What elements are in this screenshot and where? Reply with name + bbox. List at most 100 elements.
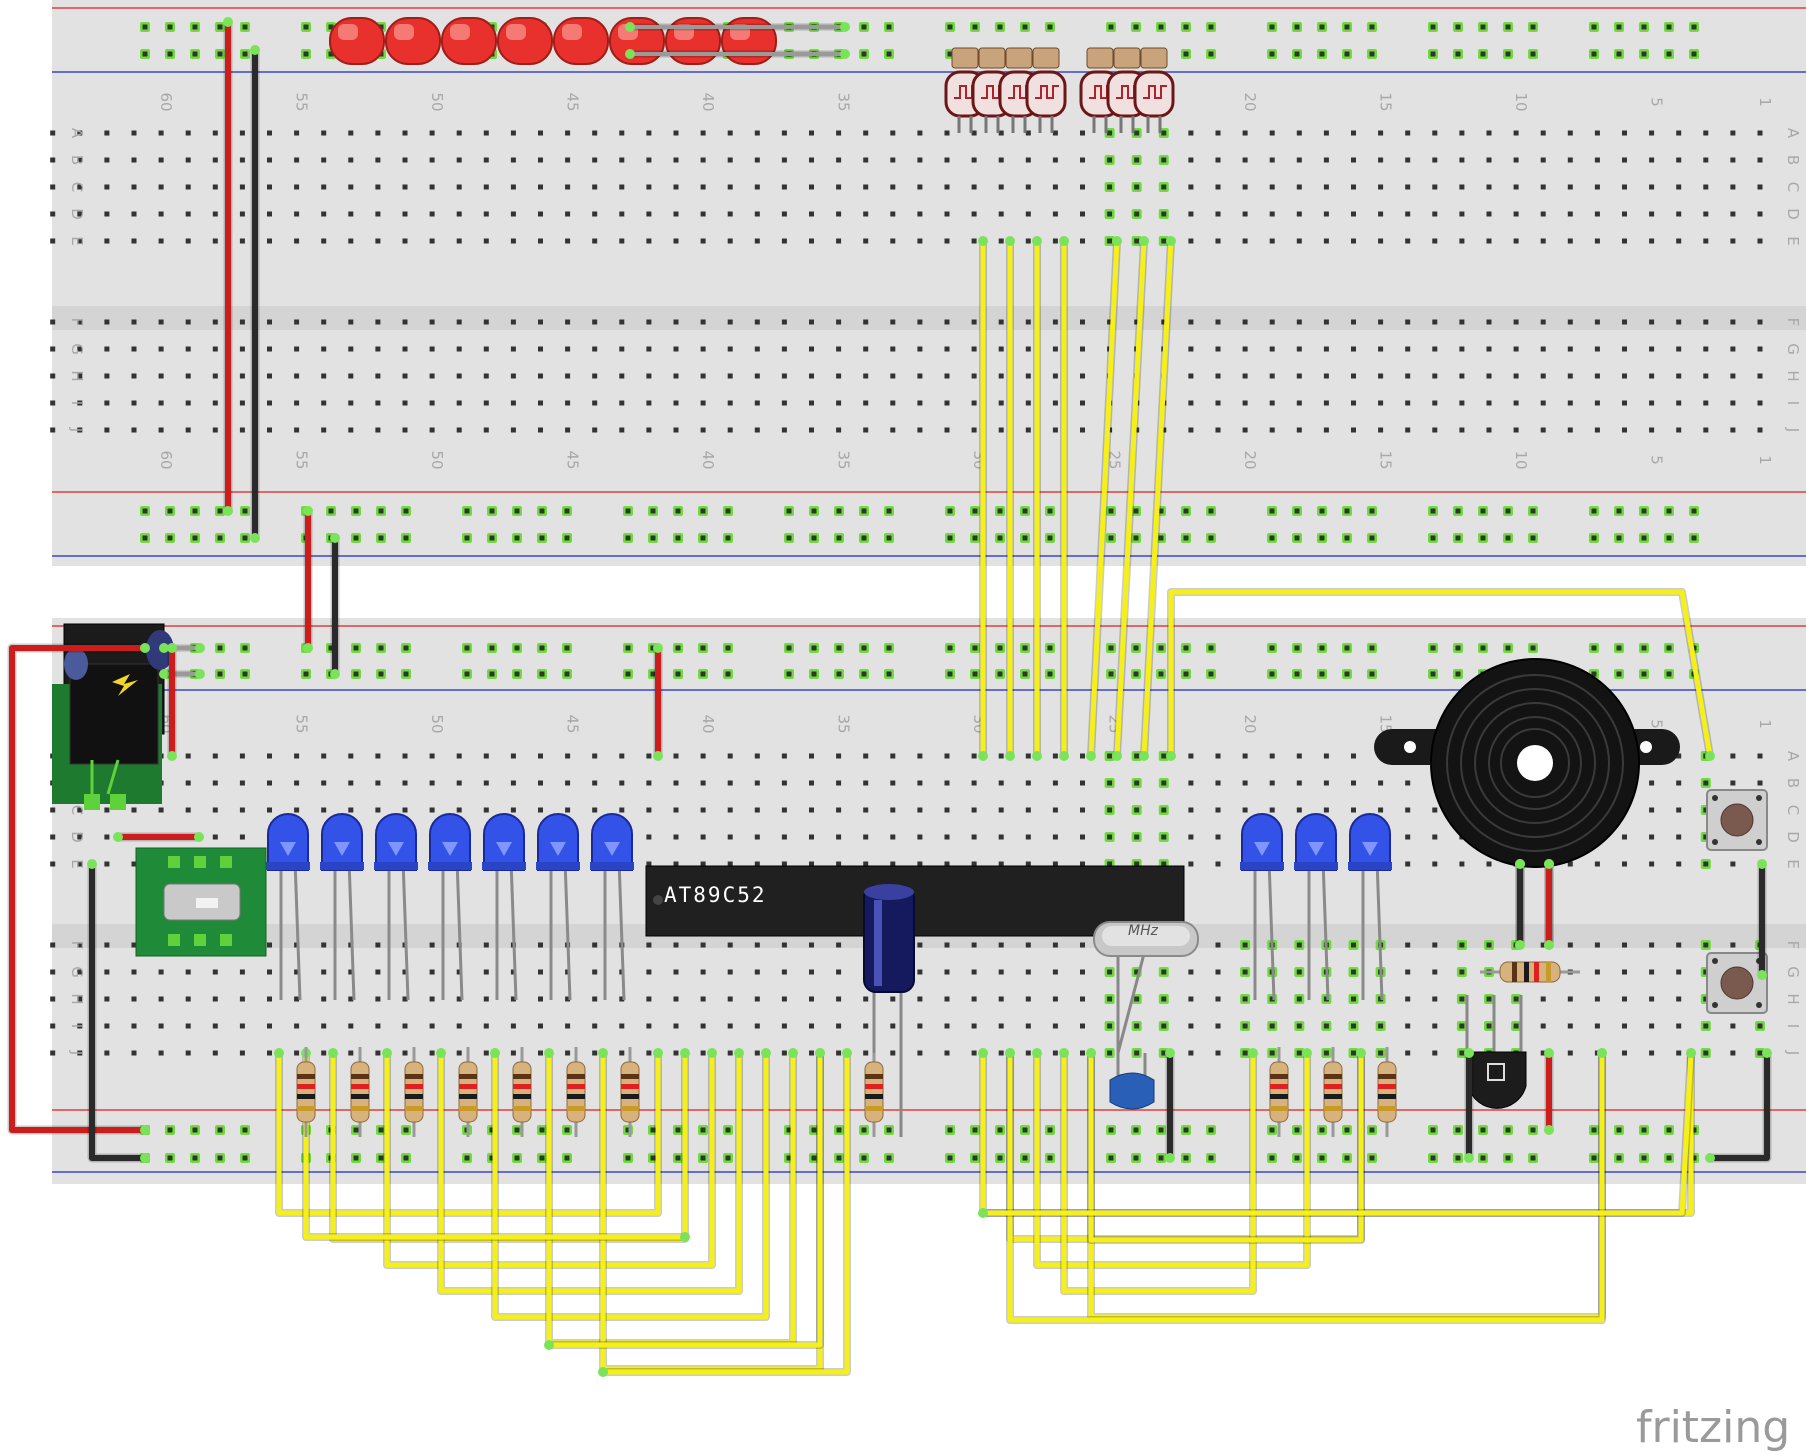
hole xyxy=(538,346,543,352)
hole xyxy=(1622,157,1627,163)
hole xyxy=(1459,211,1465,217)
hole xyxy=(836,238,842,244)
hole xyxy=(167,508,173,514)
hole xyxy=(192,24,198,30)
resistor xyxy=(620,1061,640,1123)
hole xyxy=(947,671,953,677)
hole xyxy=(1269,1127,1275,1133)
hole xyxy=(1269,1155,1275,1161)
hole xyxy=(167,51,173,57)
hole xyxy=(754,211,760,217)
hole xyxy=(77,1050,83,1056)
hole xyxy=(625,671,631,677)
hole xyxy=(971,157,977,163)
hole xyxy=(378,1127,384,1133)
buzzer-hole xyxy=(1517,745,1553,781)
hole xyxy=(1405,861,1411,867)
hole xyxy=(294,996,300,1002)
hole xyxy=(917,753,923,759)
hole xyxy=(727,184,733,190)
hole xyxy=(104,1023,110,1029)
hole xyxy=(212,807,218,813)
wire-end xyxy=(1705,751,1715,761)
wire-end xyxy=(195,669,205,679)
switch-pad xyxy=(194,856,206,868)
hole xyxy=(1378,130,1384,136)
hole xyxy=(1319,671,1325,677)
hole xyxy=(402,130,408,136)
hole xyxy=(1730,319,1736,325)
hole xyxy=(863,753,869,759)
hole xyxy=(1080,807,1085,813)
hole xyxy=(294,238,300,244)
hole xyxy=(592,942,598,948)
hole xyxy=(1649,130,1655,136)
hole xyxy=(1703,400,1709,406)
hole xyxy=(104,996,110,1002)
hole xyxy=(1432,427,1438,433)
hole xyxy=(539,1155,545,1161)
wire-end xyxy=(1686,1048,1696,1058)
hole xyxy=(104,942,110,948)
hole xyxy=(1513,1023,1519,1029)
hole xyxy=(185,130,191,136)
hole xyxy=(1430,508,1436,514)
hole xyxy=(321,184,327,190)
hole xyxy=(1080,157,1085,163)
hole xyxy=(375,400,381,406)
hole xyxy=(1047,508,1053,514)
hole xyxy=(700,807,706,813)
hole xyxy=(1183,51,1189,57)
ldr-track xyxy=(1035,85,1059,99)
hole xyxy=(1480,1127,1486,1133)
hole xyxy=(1616,24,1622,30)
hole xyxy=(1730,130,1736,136)
hole xyxy=(1052,373,1058,379)
hole xyxy=(1622,211,1627,217)
led-lead xyxy=(347,859,356,1001)
hole xyxy=(1025,130,1031,136)
hole xyxy=(1703,346,1709,352)
hole xyxy=(1540,400,1546,406)
hole xyxy=(1158,671,1164,677)
hole xyxy=(267,130,272,136)
wire-end xyxy=(680,1048,690,1058)
hole xyxy=(727,942,733,948)
hole xyxy=(917,780,923,786)
hole xyxy=(1691,1127,1697,1133)
row-letter: C xyxy=(68,805,86,815)
hole xyxy=(971,238,977,244)
hole xyxy=(1405,211,1411,217)
hole xyxy=(890,834,896,840)
resistor-band xyxy=(1512,962,1517,982)
hole xyxy=(483,969,489,975)
hole xyxy=(402,346,408,352)
hole xyxy=(1344,1155,1350,1161)
hole xyxy=(1269,51,1275,57)
led-rim xyxy=(590,862,634,870)
hole xyxy=(1676,346,1682,352)
hole xyxy=(1757,373,1763,379)
hole xyxy=(1269,535,1275,541)
hole xyxy=(754,753,760,759)
hole xyxy=(592,1023,598,1029)
hole xyxy=(997,1127,1003,1133)
row-letter: I xyxy=(68,1024,86,1028)
hole xyxy=(1486,319,1492,325)
hole xyxy=(294,1050,300,1056)
hole xyxy=(353,1127,359,1133)
wire-end xyxy=(250,45,260,55)
hole xyxy=(1703,157,1709,163)
hole xyxy=(1703,238,1709,244)
hole xyxy=(619,184,625,190)
hole xyxy=(1351,373,1356,379)
hole xyxy=(1757,130,1763,136)
column-number: 55 xyxy=(293,92,311,111)
hole xyxy=(538,753,543,759)
hole xyxy=(1459,861,1465,867)
hole xyxy=(809,861,814,867)
hole xyxy=(267,1023,272,1029)
led-glyph xyxy=(1308,842,1324,856)
hole xyxy=(998,211,1004,217)
hole xyxy=(863,373,869,379)
